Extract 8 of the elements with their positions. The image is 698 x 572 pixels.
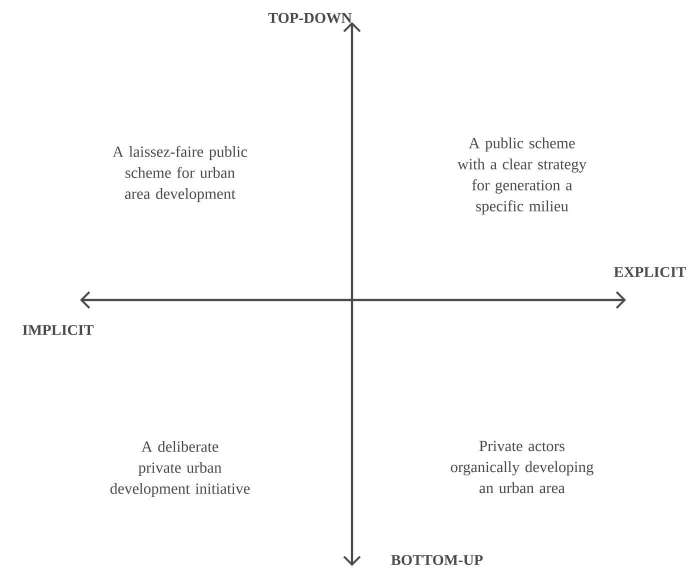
axis-label: BOTTOM-UP [391, 554, 483, 566]
quadrant-text: A deliberate private urban development initiative [110, 440, 250, 498]
quadrant-text: A public scheme with a clear strategy for generation a specific milieu [457, 137, 586, 215]
axis-label: EXPLICIT [614, 266, 686, 278]
quadrant-text: A laissez-faire public scheme for urban area development [112, 146, 248, 202]
axis-label: IMPLICIT [22, 324, 94, 336]
axis-label: TOP-DOWN [268, 12, 352, 24]
quadrant-text: Private actors organically developing an urban area [450, 440, 594, 494]
